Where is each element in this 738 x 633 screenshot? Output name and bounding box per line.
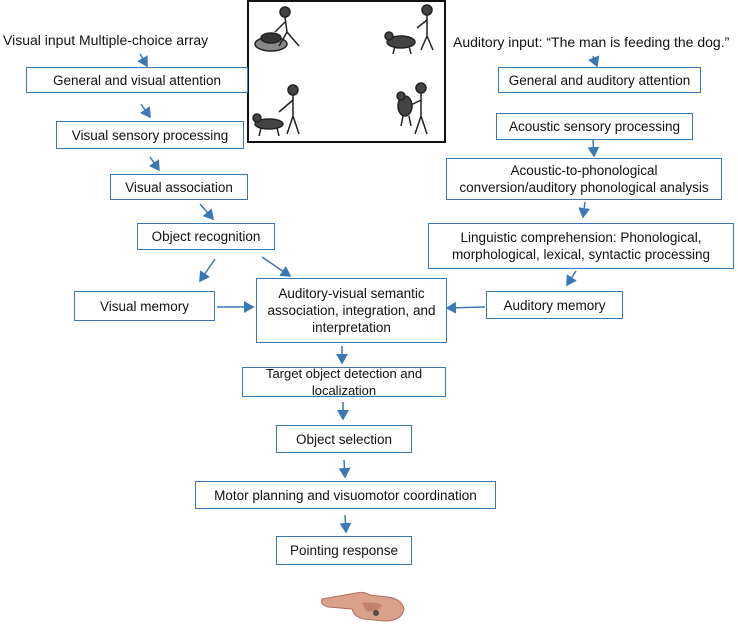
box-target-object-detection: Target object detection and localization [242,366,446,398]
man-walking-dog-picture [252,84,300,137]
arrow-recognition-to-visual-memory [199,258,216,283]
man-dog-bath-picture [254,6,300,52]
visual-input-label: Visual input Multiple-choice array [3,32,209,48]
multiple-choice-picture-array [247,0,446,143]
arrow-input-to-auditory-attention [588,55,600,68]
scene-drawings [252,4,434,137]
linguistic-line-2: morphological, lexical, syntactic proces… [451,247,711,262]
arrow-sensory-to-association [148,156,160,172]
integration-line-3: interpretation [312,320,391,335]
box-object-selection: Object selection [276,425,412,453]
box-acoustic-phonological-conversion: Acoustic-to-phonological conversion/audi… [446,158,722,200]
box-visual-memory: Visual memory [74,291,215,321]
box-pointing-response: Pointing response [276,536,412,565]
integration-line-1: Auditory-visual semantic [278,286,425,301]
arrow-motor-to-pointing [339,514,352,534]
arrow-acoustic-to-phonological [587,139,600,158]
arrow-recognition-to-integration [261,256,292,277]
acoustic-phonological-line-1: Acoustic-to-phonological [510,163,658,178]
box-auditory-visual-integration: Auditory-visual semantic association, in… [256,278,447,343]
box-general-visual-attention: General and visual attention [26,67,248,93]
box-object-recognition: Object recognition [137,223,275,250]
box-motor-planning: Motor planning and visuomotor coordinati… [195,481,496,509]
acoustic-phonological-line-2: conversion/auditory phonological analysi… [459,180,709,195]
box-visual-association: Visual association [110,174,248,200]
arrow-linguistic-to-auditory-memory [566,270,577,287]
arrow-auditory-memory-to-integration [445,301,486,314]
arrow-input-to-visual-attention [137,53,148,68]
box-linguistic-comprehension: Linguistic comprehension: Phonological, … [428,223,734,269]
target-detection-label: Target object detection and localization [265,366,423,398]
arrow-phonological-to-linguistic [578,201,591,219]
arrow-attention-to-sensory [139,103,151,119]
pointing-hand-picture [318,575,408,633]
integration-line-2: association, integration, and [267,303,436,318]
box-general-auditory-attention: General and auditory attention [498,67,701,93]
box-auditory-memory: Auditory memory [486,291,623,319]
man-dog-feeding-picture [384,4,434,55]
box-acoustic-sensory-processing: Acoustic sensory processing [496,113,693,140]
man-holding-dog-picture [396,82,428,135]
linguistic-line-1: Linguistic comprehension: Phonological, [460,230,702,245]
auditory-input-label: Auditory input: “The man is feeding the … [453,34,730,50]
arrow-selection-to-motor [338,459,351,479]
arrow-association-to-recognition [199,203,214,221]
box-visual-sensory-processing: Visual sensory processing [56,121,244,149]
